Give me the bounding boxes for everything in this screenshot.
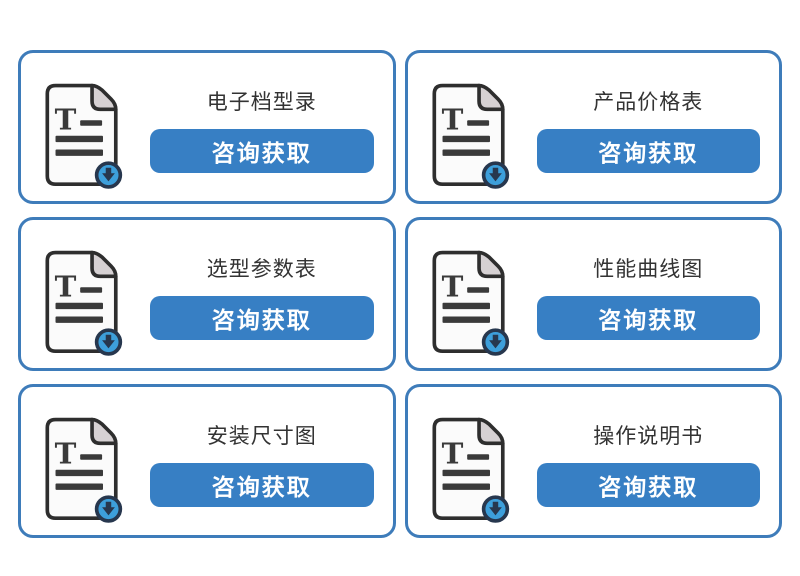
card-content: 性能曲线图 咨询获取	[536, 256, 760, 340]
consult-button[interactable]: 咨询获取	[150, 463, 374, 507]
download-card-grid: T 电子档型录 咨询获取 T	[18, 50, 782, 538]
svg-text:T: T	[55, 437, 77, 471]
document-download-icon: T	[427, 415, 511, 523]
card-title: 性能曲线图	[593, 258, 704, 281]
consult-button[interactable]: 咨询获取	[150, 129, 374, 173]
consult-button[interactable]: 咨询获取	[150, 296, 374, 340]
consult-button[interactable]: 咨询获取	[536, 296, 760, 340]
svg-text:T: T	[441, 270, 463, 304]
card-content: 产品价格表 咨询获取	[536, 89, 760, 173]
card-selection-parameters: T 选型参数表 咨询获取	[18, 217, 396, 371]
svg-text:T: T	[441, 103, 463, 137]
document-download-icon: T	[40, 415, 124, 523]
document-download-icon: T	[427, 81, 511, 189]
card-title: 电子档型录	[206, 91, 317, 114]
card-installation-dimensions: T 安装尺寸图 咨询获取	[18, 384, 396, 538]
card-title: 产品价格表	[593, 91, 704, 114]
document-download-icon: T	[427, 248, 511, 356]
card-content: 安装尺寸图 咨询获取	[150, 423, 374, 507]
card-content: 选型参数表 咨询获取	[150, 256, 374, 340]
svg-text:T: T	[55, 270, 77, 304]
card-price-list: T 产品价格表 咨询获取	[404, 50, 782, 204]
card-performance-curves: T 性能曲线图 咨询获取	[404, 217, 782, 371]
card-title: 安装尺寸图	[206, 425, 317, 448]
svg-text:T: T	[441, 437, 463, 471]
svg-text:T: T	[55, 103, 77, 137]
card-electronic-catalog: T 电子档型录 咨询获取	[18, 50, 396, 204]
consult-button[interactable]: 咨询获取	[536, 463, 760, 507]
card-content: 操作说明书 咨询获取	[536, 423, 760, 507]
consult-button[interactable]: 咨询获取	[536, 129, 760, 173]
card-title: 操作说明书	[593, 425, 704, 448]
card-title: 选型参数表	[206, 258, 317, 281]
card-operation-manual: T 操作说明书 咨询获取	[404, 384, 782, 538]
card-content: 电子档型录 咨询获取	[150, 89, 374, 173]
document-download-icon: T	[40, 248, 124, 356]
document-download-icon: T	[40, 81, 124, 189]
